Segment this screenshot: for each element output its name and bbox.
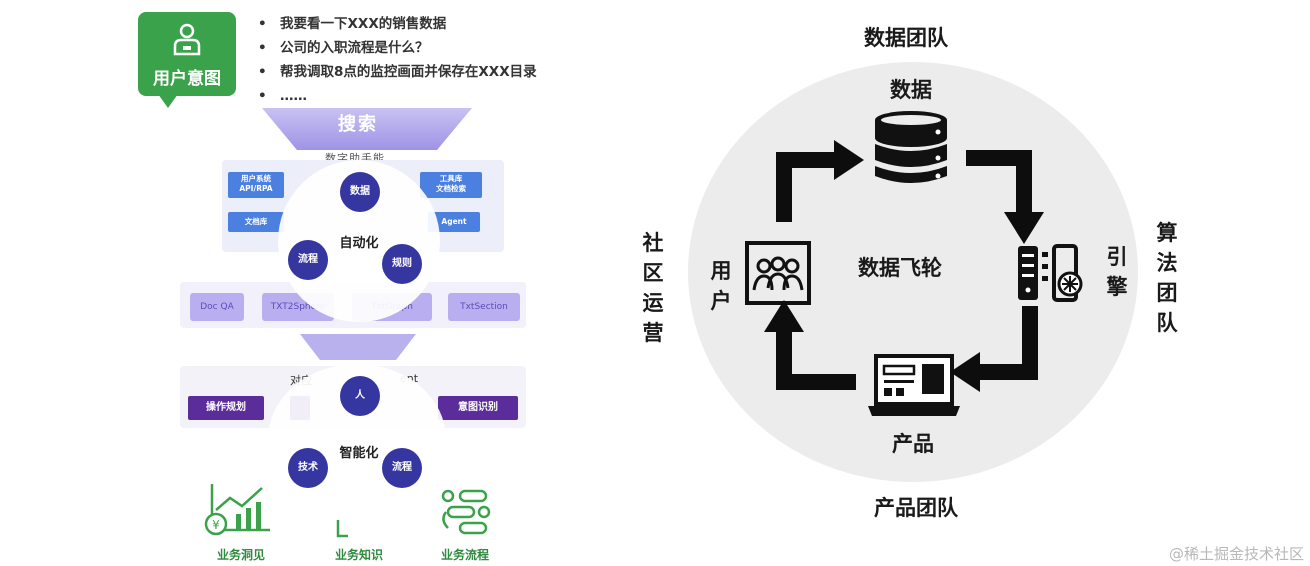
- search-arrow: [262, 108, 472, 150]
- search-label: 搜索: [338, 114, 378, 135]
- user-intent-badge: 用户意图: [138, 12, 236, 96]
- intent-examples: 我要看一下XXX的销售数据 公司的入职流程是什么？ 帮我调取8点的监控画面并保存…: [258, 12, 537, 108]
- intelligence-hub-label: 智能化: [339, 446, 379, 461]
- badge-tail: [158, 94, 178, 108]
- business-item-label: 业务洞见: [216, 548, 265, 562]
- agent-box: 意图识别: [438, 396, 518, 420]
- user-intent-label: 用户意图: [153, 69, 221, 89]
- intent-example: 帮我调取8点的监控画面并保存在XXX目录: [258, 60, 537, 84]
- user-node-label: 用户: [710, 259, 732, 313]
- arrow-head: [1004, 212, 1044, 244]
- database-icon: [875, 111, 947, 183]
- capability-box: 文档库: [228, 212, 284, 232]
- capability-box: Agent: [428, 212, 480, 232]
- product-node-label: 产品: [892, 432, 934, 456]
- engine-node-label: 引擎: [1106, 245, 1128, 299]
- automation-hub-label: 自动化: [339, 236, 379, 251]
- intelligence-node: 技术: [288, 448, 328, 488]
- down-arrow: [300, 334, 416, 360]
- data-node-label: 数据: [890, 78, 932, 102]
- model-box: TxtSection: [448, 293, 520, 321]
- automation-node: 流程: [288, 240, 328, 280]
- intelligence-node: 人: [340, 376, 380, 416]
- business-item-label: 业务流程: [440, 548, 489, 562]
- algorithm-team-label: 算法团队: [1156, 221, 1178, 335]
- model-box: Doc QA: [190, 293, 244, 321]
- users-group-icon: [745, 241, 811, 305]
- insight-chart-icon: ¥: [204, 484, 270, 536]
- watermark: @稀土掘金技术社区: [1168, 545, 1304, 563]
- intent-example: 我要看一下XXX的销售数据: [258, 12, 537, 36]
- data-team-label: 数据团队: [864, 26, 948, 50]
- arrow-head: [834, 140, 864, 180]
- capability-box: 工具库 文档检索: [420, 172, 482, 198]
- automation-node: 数据: [340, 172, 380, 212]
- agent-box: 操作规划: [188, 396, 264, 420]
- intelligence-node: 流程: [382, 448, 422, 488]
- svg-text:¥: ¥: [212, 518, 220, 532]
- business-item-label: 业务知识: [334, 548, 383, 562]
- automation-node: 规则: [382, 244, 422, 284]
- capability-box: 用户系统 API/RPA: [228, 172, 284, 198]
- product-laptop-icon: [868, 354, 960, 416]
- intent-example: 公司的入职流程是什么？: [258, 36, 537, 60]
- intent-example: ……: [258, 84, 537, 108]
- product-team-label: 产品团队: [874, 496, 958, 520]
- arrow-head: [764, 300, 804, 332]
- flywheel-cycle-arrows: [764, 140, 1044, 392]
- engine-server-icon: [1018, 244, 1083, 302]
- process-flow-icon: [441, 489, 491, 535]
- community-ops-label: 社区运营: [642, 231, 664, 345]
- data-flywheel-label: 数据飞轮: [858, 256, 942, 280]
- user-icon: [173, 23, 201, 56]
- knowledge-icon: [336, 520, 348, 538]
- arrow-head: [950, 352, 980, 392]
